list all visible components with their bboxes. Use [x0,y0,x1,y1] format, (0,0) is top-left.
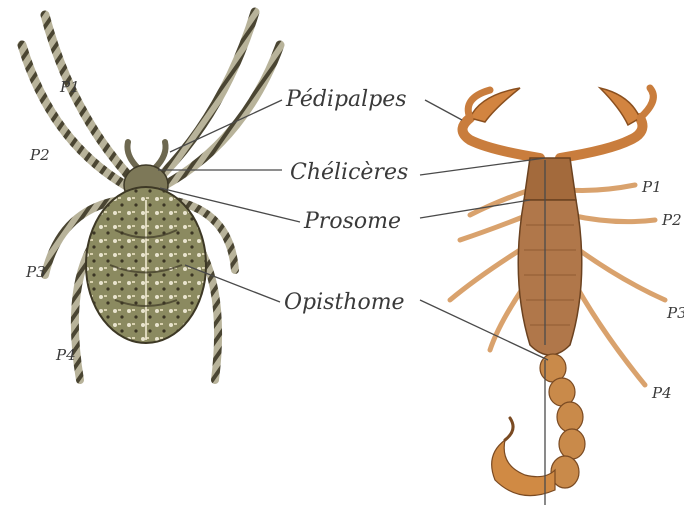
scorpion-leg-label-p3: P3 [666,304,684,322]
scorpion-opisthome [518,200,582,355]
spider-leg-label-p3: P3 [25,263,46,281]
scorpion-leg-label-p4: P4 [651,384,672,402]
spider-pedipalp-left [127,142,138,168]
scorpion-prosome [524,158,576,200]
label-prosome: Prosome [303,209,401,234]
label-pedipalpes: Pédipalpes [285,87,407,112]
scorpion-tail [540,354,585,488]
scorpion-pedipalp-left [463,118,541,158]
spider-leg-label-p2: P2 [29,146,50,164]
scorpion-leg-label-p2: P2 [661,211,682,229]
label-cheliceres: Chélicères [290,160,408,185]
scorpion-illustration [450,88,665,496]
spider-leg-right-2 [165,45,280,185]
label-opisthome: Opisthome [284,290,405,315]
scorpion-leg-label-p1: P1 [641,178,662,196]
spider-leg-left-2 [22,45,125,185]
spider-leg-label-p4: P4 [55,346,76,364]
spider-illustration [22,12,280,380]
spider-pedipalp-right [155,142,166,168]
scorpion-claw-right [600,88,640,125]
spider-leg-label-p1: P1 [59,78,80,96]
